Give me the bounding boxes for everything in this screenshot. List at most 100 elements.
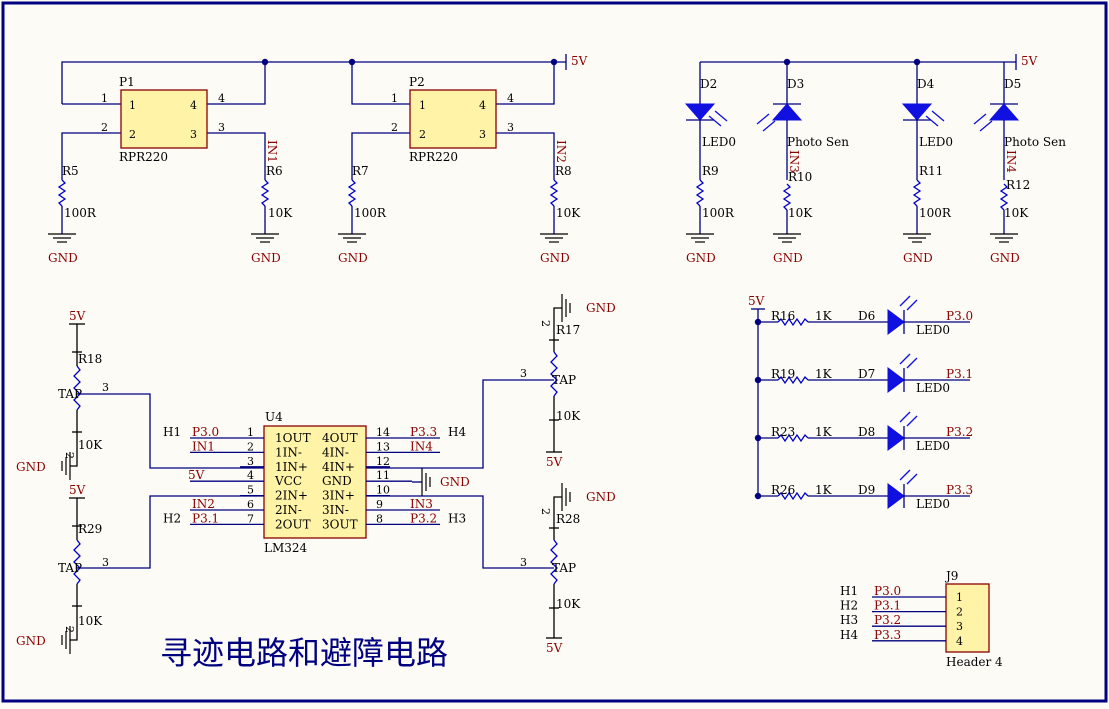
- pot-tap-r29: TAP: [58, 561, 82, 575]
- pot-r18: 5V R18 TAP 3 10K 2 GND: [16, 309, 264, 480]
- photo-label-d5: Photo Sen: [1004, 135, 1066, 149]
- pot-val-r29: 10K: [78, 614, 103, 628]
- pot-r29: 5V R29 TAP 3 10K 2 GND: [16, 483, 264, 654]
- sensor-p1-pin3-outer: 3: [218, 121, 225, 134]
- indicator-d-label: LED0: [916, 439, 950, 453]
- emit-arrows-icon: [925, 110, 945, 127]
- opamp-pin-num: 8: [376, 512, 383, 525]
- resistor-r8: [549, 179, 559, 207]
- opamp-pin-net: IN3: [410, 497, 433, 511]
- resistor: [777, 317, 809, 327]
- sensor-p1-pin2-inner: 2: [129, 128, 136, 141]
- emit-arrows-icon: [906, 473, 918, 485]
- opamp-chip: [263, 425, 367, 539]
- sensor-part-p1: RPR220: [119, 150, 168, 164]
- gnd-label: GND: [338, 251, 368, 265]
- resistor-val-r5: 100R: [64, 206, 97, 220]
- emit-arrows-icon: [899, 295, 911, 307]
- receive-arrows-icon: [756, 113, 776, 132]
- opamp-pin-net: P3.1: [192, 511, 219, 525]
- opamp-pin-num: 3: [247, 455, 254, 468]
- sensor-p2-pin4-outer: 4: [507, 92, 514, 105]
- opamp-hdr-label: H2: [163, 511, 181, 525]
- ground-symbol: [773, 233, 801, 243]
- resistor-r9: [695, 179, 705, 207]
- resistor-val-r6: 10K: [268, 206, 293, 220]
- pot-tap-r17: TAP: [552, 373, 576, 387]
- indicator-d-ref: D9: [858, 483, 875, 497]
- header-body: [945, 583, 990, 653]
- header-net: P3.1: [874, 599, 901, 613]
- opamp-pin-net: IN4: [410, 439, 433, 453]
- header-pin-num: 3: [956, 620, 963, 633]
- sensor-p2-pin3-outer: 3: [507, 121, 514, 134]
- opamp-pin-name: 4IN+: [322, 460, 355, 474]
- sensor-block-1: P1 RPR220 1 1 2 2 3 3 4 4 R5 100R R6 10K…: [48, 58, 566, 265]
- opamp-pin-num: 5: [247, 484, 254, 497]
- resistor: [777, 433, 809, 443]
- emit-arrows-icon: [906, 357, 918, 369]
- led-ref-d2: D2: [700, 77, 717, 91]
- indicator-r-val: 1K: [815, 367, 833, 381]
- opamp-pin-name: 1IN-: [275, 445, 302, 459]
- vcc-label: 5V: [546, 455, 563, 469]
- pot-val-r28: 10K: [556, 597, 581, 611]
- led-label-d2: LED0: [702, 135, 736, 149]
- sensor-chip-p1: [120, 89, 208, 149]
- led-label-d4: LED0: [919, 135, 953, 149]
- pot-r28: GND 2 5V R28 TAP 3 10K: [366, 483, 616, 655]
- resistor-ref-r12: R12: [1006, 178, 1030, 192]
- header-net: P3.0: [874, 584, 901, 598]
- opamp-pin-name: 3IN-: [322, 503, 349, 517]
- indicator-d-label: LED0: [916, 323, 950, 337]
- sensor-p2-pin4-inner: 4: [479, 99, 486, 112]
- opamp-part: LM324: [264, 541, 308, 555]
- header-ref: J9: [944, 569, 958, 583]
- indicator-net: P3.2: [946, 425, 973, 439]
- opamp-pin-num: 6: [247, 498, 254, 511]
- gnd-label: GND: [251, 251, 281, 265]
- emit-arrows-icon: [899, 353, 911, 365]
- opamp-pin-name: 1IN+: [275, 460, 308, 474]
- photo-ref-d5: D5: [1004, 77, 1021, 91]
- opamp-pin-net: P3.2: [410, 511, 437, 525]
- ground-symbol: [61, 452, 71, 480]
- vcc-label: 5V: [69, 483, 86, 497]
- opamp-pin-net: IN2: [192, 497, 215, 511]
- pot-r17: GND 2 5V R17 TAP 3 10K: [366, 294, 616, 469]
- led-diode: [887, 483, 905, 509]
- gnd-label: GND: [586, 301, 616, 315]
- resistor-r6: [260, 179, 270, 207]
- gnd-label: GND: [540, 251, 570, 265]
- net-label-in1: IN1: [265, 140, 279, 163]
- sensor-block-2: 5V P2 RPR220 1 1 2 2 3 3 4 4 R7 100R R8 …: [338, 54, 588, 265]
- resistor-val-r8: 10K: [556, 206, 581, 220]
- indicator-r-ref: R19: [771, 367, 795, 381]
- resistor-val-r12: 10K: [1004, 206, 1029, 220]
- pot-end-pin-r28: 2: [539, 508, 552, 515]
- indicator-net: P3.3: [946, 483, 973, 497]
- receive-arrows-icon: [973, 113, 993, 132]
- sensor-p2-pin1-inner: 1: [419, 99, 426, 112]
- net-label-in4: IN4: [1004, 150, 1018, 173]
- pot-pin-r29: 3: [102, 556, 109, 569]
- sensor-p2-pin2-inner: 2: [419, 128, 426, 141]
- resistor-ref-r6: R6: [266, 164, 283, 178]
- header-pin-num: 4: [956, 635, 963, 648]
- opamp-pin-net: IN1: [192, 439, 215, 453]
- sensor-p1-pin2-outer: 2: [101, 121, 108, 134]
- resistor-r7: [347, 179, 357, 207]
- resistor-val-r10: 10K: [788, 206, 813, 220]
- resistor-ref-r5: R5: [62, 164, 79, 178]
- opamp-hdr-label: H3: [448, 511, 466, 525]
- indicator-d-ref: D6: [858, 309, 875, 323]
- resistor: [777, 491, 809, 501]
- ground-symbol: [990, 233, 1018, 243]
- led-diode: [887, 367, 905, 393]
- gnd-label: GND: [686, 251, 716, 265]
- gnd-label: GND: [773, 251, 803, 265]
